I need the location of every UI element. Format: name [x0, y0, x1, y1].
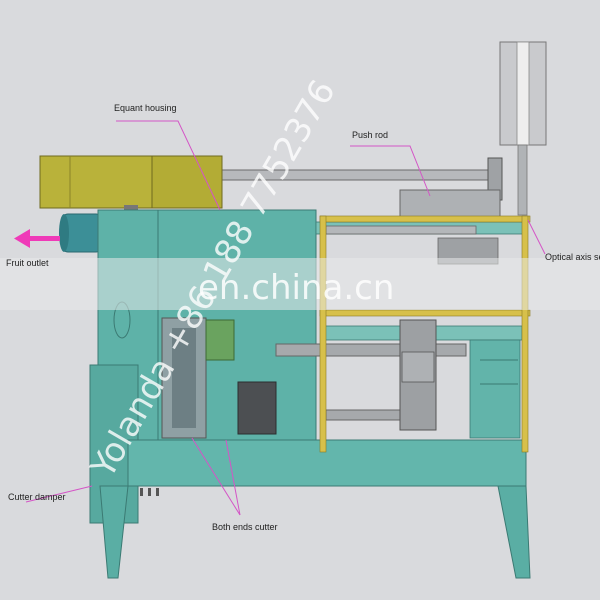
label-equant-housing: Equant housing: [114, 103, 177, 113]
fruit-outlet-arrow-icon: [14, 229, 60, 248]
watermark-site: en.china.cn: [198, 268, 394, 308]
watermark-band: [0, 258, 600, 310]
pointer-lines: [25, 120, 546, 516]
label-optical-axis: Optical axis se: [545, 252, 600, 262]
equant-housing: [39, 155, 223, 211]
bolts: [140, 488, 159, 496]
label-both-ends-cutter: Both ends cutter: [212, 522, 278, 532]
label-push-rod: Push rod: [352, 130, 388, 140]
label-fruit-outlet: Fruit outlet: [6, 258, 49, 268]
label-cutter-damper: Cutter damper: [8, 492, 66, 502]
fruit-outlet-cylinder: [59, 213, 103, 253]
optical-axis-rails: [319, 215, 531, 453]
inner-mechanism: [161, 225, 499, 439]
vertical-plate: [499, 41, 547, 216]
